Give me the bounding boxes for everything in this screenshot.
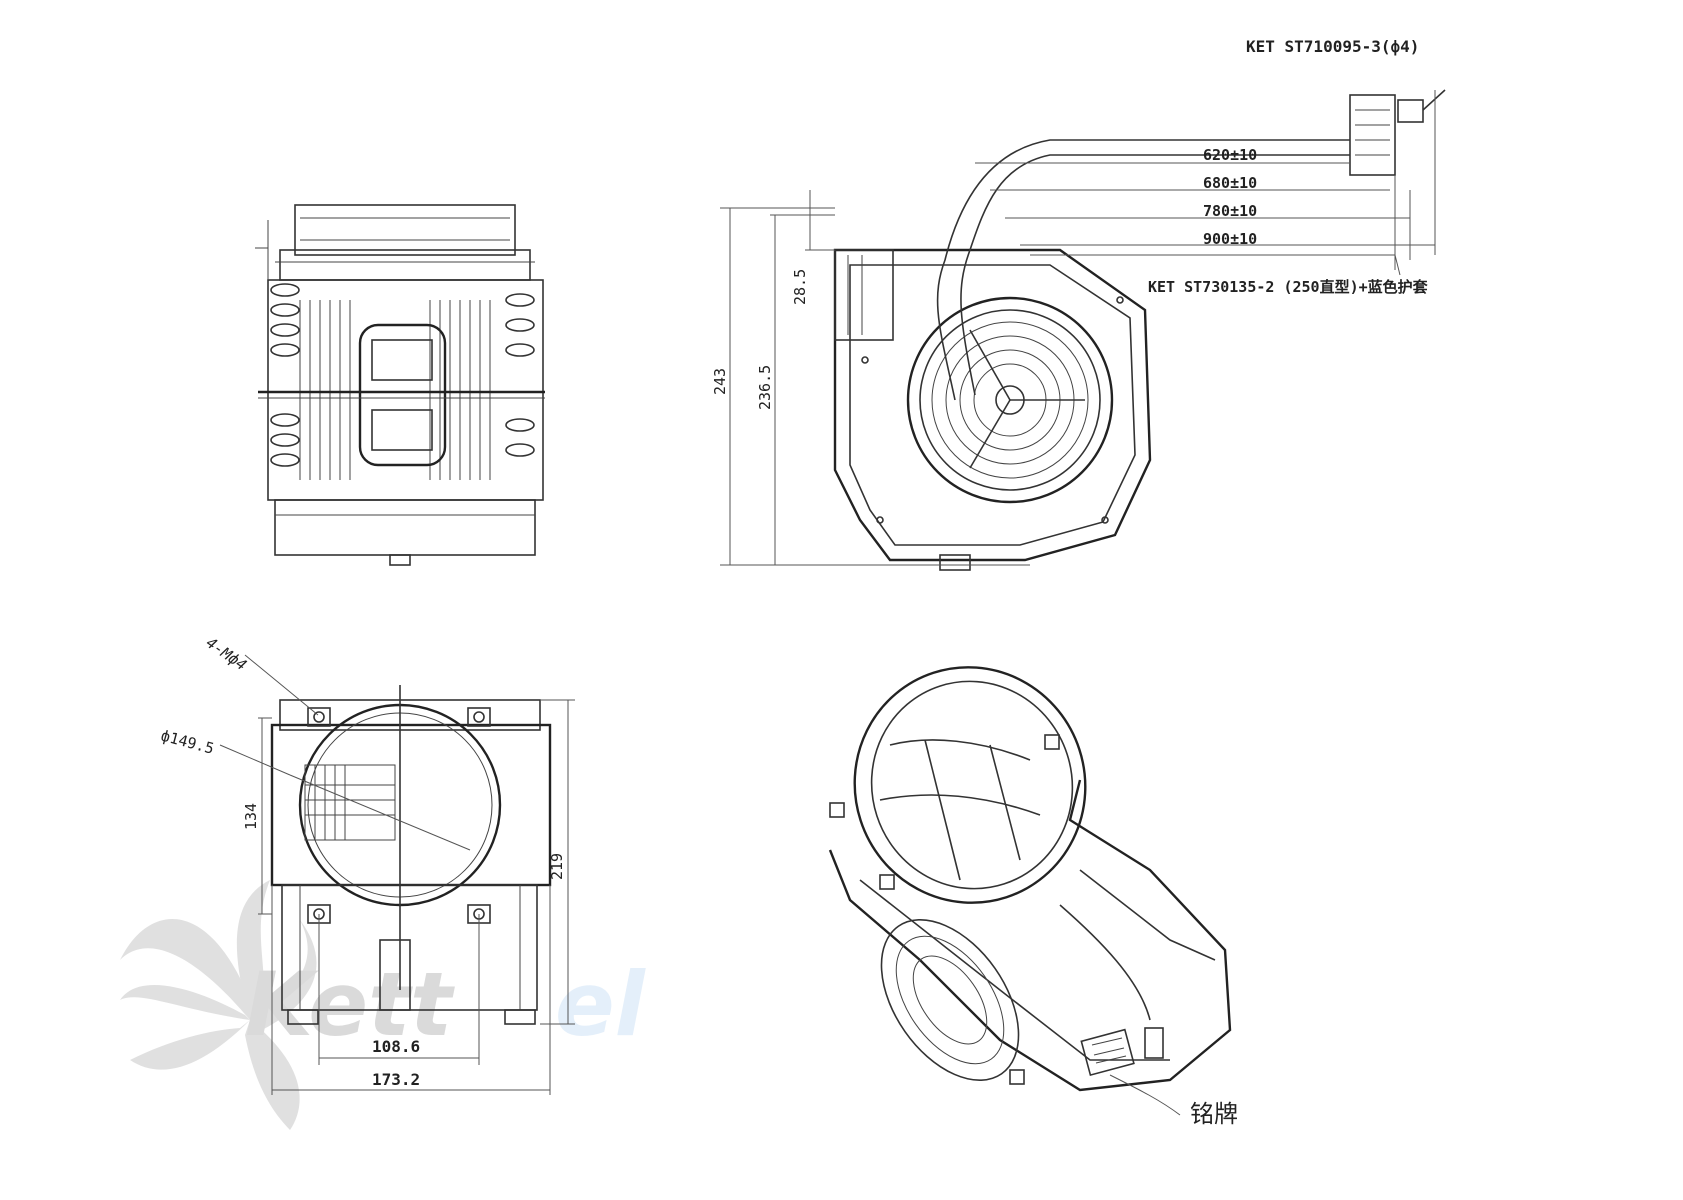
callout-holes: 4-Mф4 <box>203 634 250 675</box>
dim-top-offset: 28.5 <box>791 269 809 305</box>
wire-length-2: 680±10 <box>1203 174 1257 192</box>
inlet-view <box>219 654 575 1095</box>
watermark-text-dark: Kett <box>245 953 455 1056</box>
dim-height-mount: 219 <box>548 853 566 880</box>
dim-hole-spacing-h: 108.6 <box>372 1037 420 1056</box>
dim-height-body: 236.5 <box>756 365 774 410</box>
wire-length-3: 780±10 <box>1203 202 1257 220</box>
dim-width-total: 173.2 <box>372 1070 420 1089</box>
dim-inlet-diameter: ф149.5 <box>159 726 216 757</box>
connector-top-label: KET ST710095-3(ф4) <box>1246 37 1419 56</box>
side-view <box>255 204 545 566</box>
connector-bottom-label: KET ST730135-2 (250直型)+蓝色护套 <box>1148 278 1429 296</box>
callout-nameplate: 铭牌 <box>1190 1100 1238 1128</box>
wire-length-1: 620±10 <box>1203 146 1257 164</box>
isometric-view <box>828 666 1232 1116</box>
dim-hole-spacing-v: 134 <box>242 803 260 830</box>
watermark-text-light: el <box>555 953 647 1056</box>
wire-length-4: 900±10 <box>1203 230 1257 248</box>
kettel-watermark-logo: Kett el <box>120 880 647 1130</box>
dim-height-total: 243 <box>711 368 729 395</box>
front-view <box>720 89 1446 571</box>
